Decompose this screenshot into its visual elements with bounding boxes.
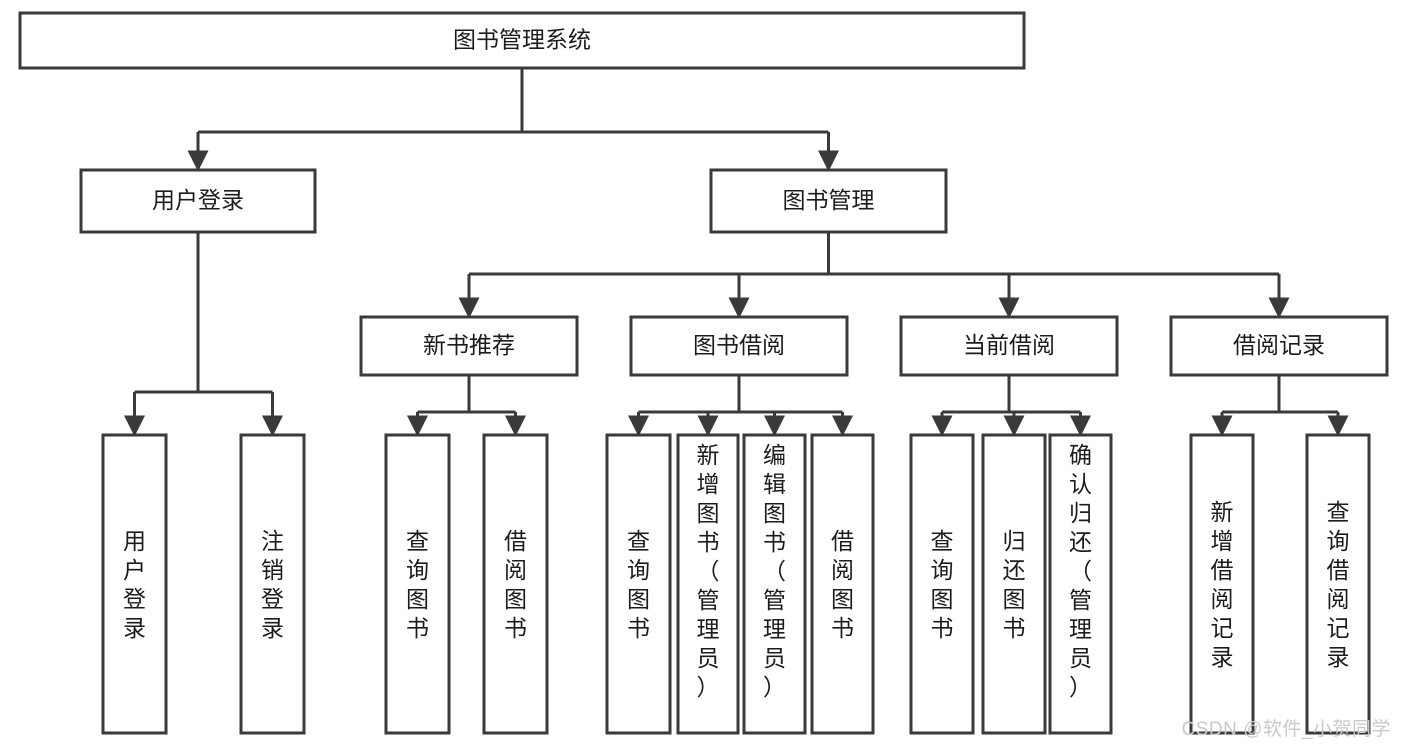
- node-box-leaf-add-borrow-record: [1189, 433, 1255, 735]
- node-box-leaf-query-borrow-record: [1305, 433, 1371, 735]
- node-leaf-query-book-borrow[interactable]: 查询图书: [605, 433, 672, 735]
- node-label-leaf-edit-book-admin: 编辑图书（管理员）: [763, 442, 786, 700]
- node-leaf-query-borrow-record[interactable]: 查询借阅记录: [1305, 433, 1371, 735]
- node-label-leaf-confirm-return-admin: 确认归还（管理员）: [1069, 442, 1092, 700]
- node-box-leaf-confirm-return-admin: [1048, 433, 1113, 735]
- node-leaf-add-borrow-record[interactable]: 新增借阅记录: [1189, 433, 1255, 735]
- node-box-borrow-record: [1169, 315, 1389, 377]
- node-user-login[interactable]: 用户登录: [79, 168, 317, 234]
- node-box-book-management: [709, 168, 948, 234]
- node-label-leaf-user-login: 用户登录: [123, 528, 146, 641]
- node-leaf-user-login[interactable]: 用户登录: [101, 433, 168, 735]
- node-label-leaf-query-book-borrow: 查询图书: [627, 528, 650, 641]
- node-leaf-borrow-book-new[interactable]: 借阅图书: [482, 433, 549, 735]
- node-box-leaf-borrow-book-new: [482, 433, 549, 735]
- node-box-leaf-add-book-admin: [676, 433, 740, 735]
- node-label-leaf-return-book: 归还图书: [1003, 528, 1026, 641]
- node-box-root: [18, 11, 1026, 70]
- node-label-leaf-query-book-current: 查询图书: [931, 528, 954, 641]
- node-book-borrow[interactable]: 图书借阅: [629, 315, 849, 377]
- node-label-leaf-add-book-admin: 新增图书（管理员）: [697, 442, 720, 700]
- node-box-leaf-user-login: [101, 433, 168, 735]
- node-label-borrow-record: 借阅记录: [1233, 332, 1325, 358]
- node-label-leaf-query-borrow-record: 查询借阅记录: [1327, 499, 1350, 670]
- node-leaf-borrow-book-borrow[interactable]: 借阅图书: [810, 433, 875, 735]
- node-leaf-add-book-admin[interactable]: 新增图书（管理员）: [676, 433, 740, 735]
- node-box-leaf-borrow-book-borrow: [810, 433, 875, 735]
- node-box-leaf-logout: [239, 433, 306, 735]
- node-box-leaf-return-book: [981, 433, 1047, 735]
- node-box-leaf-query-book-borrow: [605, 433, 672, 735]
- node-box-book-borrow: [629, 315, 849, 377]
- node-label-leaf-borrow-book-borrow: 借阅图书: [831, 528, 854, 641]
- node-root[interactable]: 图书管理系统: [18, 11, 1026, 70]
- node-leaf-return-book[interactable]: 归还图书: [981, 433, 1047, 735]
- node-box-new-book-recommend: [359, 315, 579, 377]
- node-current-borrow[interactable]: 当前借阅: [899, 315, 1119, 377]
- node-label-leaf-add-borrow-record: 新增借阅记录: [1211, 499, 1234, 670]
- node-label-root: 图书管理系统: [453, 27, 591, 53]
- node-leaf-confirm-return-admin[interactable]: 确认归还（管理员）: [1048, 433, 1113, 735]
- node-label-book-borrow: 图书借阅: [693, 332, 785, 358]
- node-leaf-edit-book-admin[interactable]: 编辑图书（管理员）: [742, 433, 807, 735]
- node-label-user-login: 用户登录: [152, 187, 244, 213]
- node-boxes: 图书管理系统用户登录图书管理新书推荐图书借阅当前借阅借阅记录用户登录注销登录查询…: [18, 11, 1389, 735]
- node-new-book-recommend[interactable]: 新书推荐: [359, 315, 579, 377]
- node-book-management[interactable]: 图书管理: [709, 168, 948, 234]
- node-box-leaf-query-book-current: [909, 433, 975, 735]
- node-box-leaf-edit-book-admin: [742, 433, 807, 735]
- node-leaf-query-book-current[interactable]: 查询图书: [909, 433, 975, 735]
- connector-lines: [124, 68, 1349, 437]
- node-label-book-management: 图书管理: [783, 187, 875, 213]
- node-leaf-query-book-new[interactable]: 查询图书: [384, 433, 451, 735]
- node-label-new-book-recommend: 新书推荐: [423, 332, 515, 358]
- node-label-leaf-query-book-new: 查询图书: [406, 528, 429, 641]
- node-label-leaf-borrow-book-new: 借阅图书: [504, 528, 527, 641]
- node-label-leaf-logout: 注销登录: [261, 528, 284, 641]
- node-borrow-record[interactable]: 借阅记录: [1169, 315, 1389, 377]
- node-box-current-borrow: [899, 315, 1119, 377]
- node-label-current-borrow: 当前借阅: [963, 332, 1055, 358]
- node-leaf-logout[interactable]: 注销登录: [239, 433, 306, 735]
- node-box-user-login: [79, 168, 317, 234]
- node-box-leaf-query-book-new: [384, 433, 451, 735]
